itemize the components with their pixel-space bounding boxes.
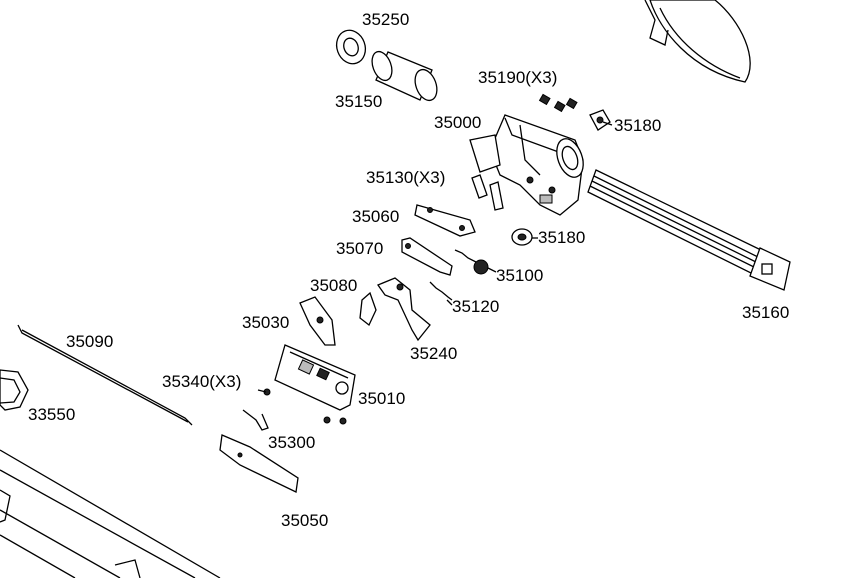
label-35190: 35190(X3) [478,68,557,87]
label-35130: 35130(X3) [366,168,445,187]
label-35160: 35160 [742,303,789,322]
label-35180-lower: 35180 [538,228,585,247]
tube-35160-drawing [587,169,791,291]
cone-part-drawing [644,0,751,83]
lever-35060-drawing [414,204,476,237]
leader-lines [257,121,613,393]
spring-35100-drawing [454,249,489,275]
selector-35030-drawing [299,296,336,346]
part-35180-top-drawing [589,109,611,131]
nut-35250-drawing [335,29,367,65]
label-35070: 35070 [336,239,383,258]
label-35010: 35010 [358,389,405,408]
spring-35120-drawing [429,281,453,301]
label-35340: 35340(X3) [162,372,241,391]
label-35300: 35300 [268,433,315,452]
housing-35000-drawing [469,114,584,216]
label-35090: 35090 [66,332,113,351]
receiver-body-drawing [0,449,221,578]
label-35060: 35060 [352,207,399,226]
grip-block-35010-drawing [274,344,356,411]
spring-35300-drawing [242,409,269,431]
label-35250: 35250 [362,10,409,29]
label-35050: 35050 [281,511,328,530]
rod-35090-drawing [17,324,193,426]
label-33550: 33550 [28,405,75,424]
plate-35080-drawing [359,291,377,327]
label-35120: 35120 [452,297,499,316]
cylinder-35150-drawing [371,50,438,102]
label-35180-top: 35180 [614,116,661,135]
small-parts-35190-drawing [538,93,578,113]
bar-35070-drawing [401,237,453,276]
part-33550-drawing [0,369,29,411]
part-35180-lower-drawing [511,228,533,246]
label-35240: 35240 [410,344,457,363]
trigger-35240-drawing [377,277,431,342]
label-35080: 35080 [310,276,357,295]
label-35030: 35030 [242,313,289,332]
label-35000: 35000 [434,113,481,132]
label-35150: 35150 [335,92,382,111]
screws-35340-drawing [263,388,347,425]
pins-35130-drawing [471,174,504,211]
plate-35050-drawing [219,434,299,493]
label-35100: 35100 [496,266,543,285]
